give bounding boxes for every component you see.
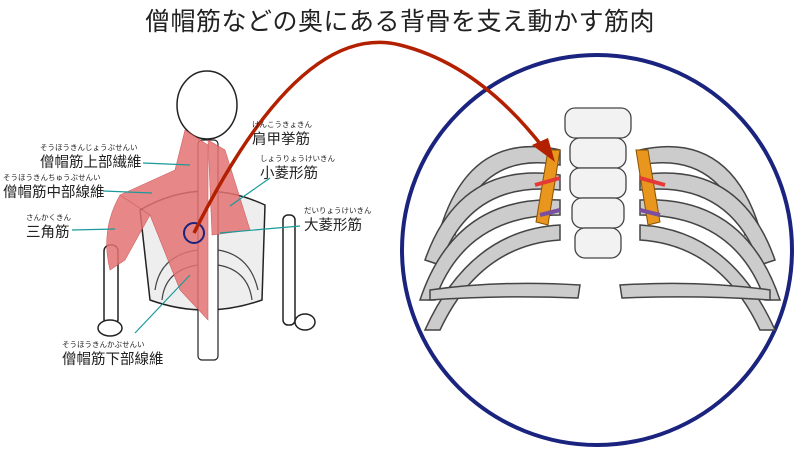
label-rhomboid-minor: しょうりょうけいきん 小菱形筋 [260, 154, 335, 182]
trapezius-muscle [119, 129, 209, 321]
deltoid-muscle [106, 194, 151, 271]
pointer-arrow [192, 40, 547, 234]
label-upper-trapezius: そうほうきんじょうぶせんい 僧帽筋上部繊維 [40, 143, 142, 171]
label-lower-trapezius: そうほうきんかぶせんい 僧帽筋下部線維 [62, 340, 164, 368]
rhomboid-muscle [207, 139, 251, 236]
muscle-attachments [534, 176, 666, 217]
label-deltoid: さんかくきん 三角筋 [26, 213, 71, 241]
label-middle-trapezius: そうほうきんちゅうぶせんい 僧帽筋中部線維 [3, 173, 105, 201]
focus-circle [183, 222, 205, 244]
muscles [106, 129, 251, 321]
vertebrae [564, 107, 632, 259]
diagram-title: 僧帽筋などの奥にある背骨を支え動かす筋肉 [144, 7, 655, 36]
label-levator-scapulae: けんこうきょきん 肩甲挙筋 [252, 120, 312, 148]
deep-muscles [535, 149, 661, 226]
label-rhomboid-major: だいりょうけいきん 大菱形筋 [304, 206, 372, 234]
arrow-head [532, 138, 555, 162]
